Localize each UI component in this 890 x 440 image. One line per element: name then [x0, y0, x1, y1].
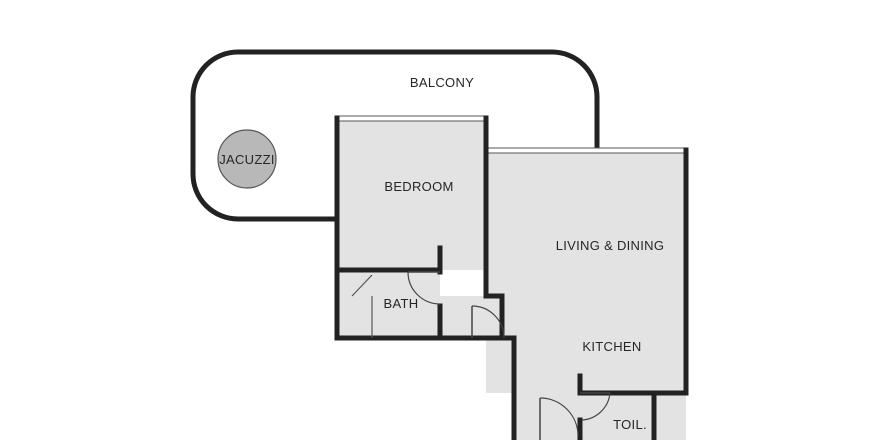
bath-door-swing — [407, 271, 441, 305]
label-bath: BATH — [384, 296, 419, 311]
corridor-floor — [440, 296, 502, 338]
toilet-floor — [580, 393, 652, 440]
bedroom-floor — [338, 118, 486, 270]
kitchen-door-swing — [539, 397, 579, 437]
corridor-door-swing — [471, 305, 505, 339]
bath-partition-angle — [351, 274, 373, 297]
label-living-dining: LIVING & DINING — [556, 238, 665, 253]
bath-floor — [338, 270, 440, 338]
toilet-door-swing — [581, 392, 611, 421]
label-kitchen: KITCHEN — [582, 339, 641, 354]
label-bedroom: BEDROOM — [384, 179, 453, 194]
label-balcony: BALCONY — [410, 75, 474, 90]
living-window — [485, 147, 687, 154]
bedroom-window — [337, 115, 487, 122]
jacuzzi-tub — [217, 129, 277, 189]
label-toilet: TOIL. — [613, 417, 647, 432]
label-jacuzzi: JACUZZI — [219, 152, 275, 167]
